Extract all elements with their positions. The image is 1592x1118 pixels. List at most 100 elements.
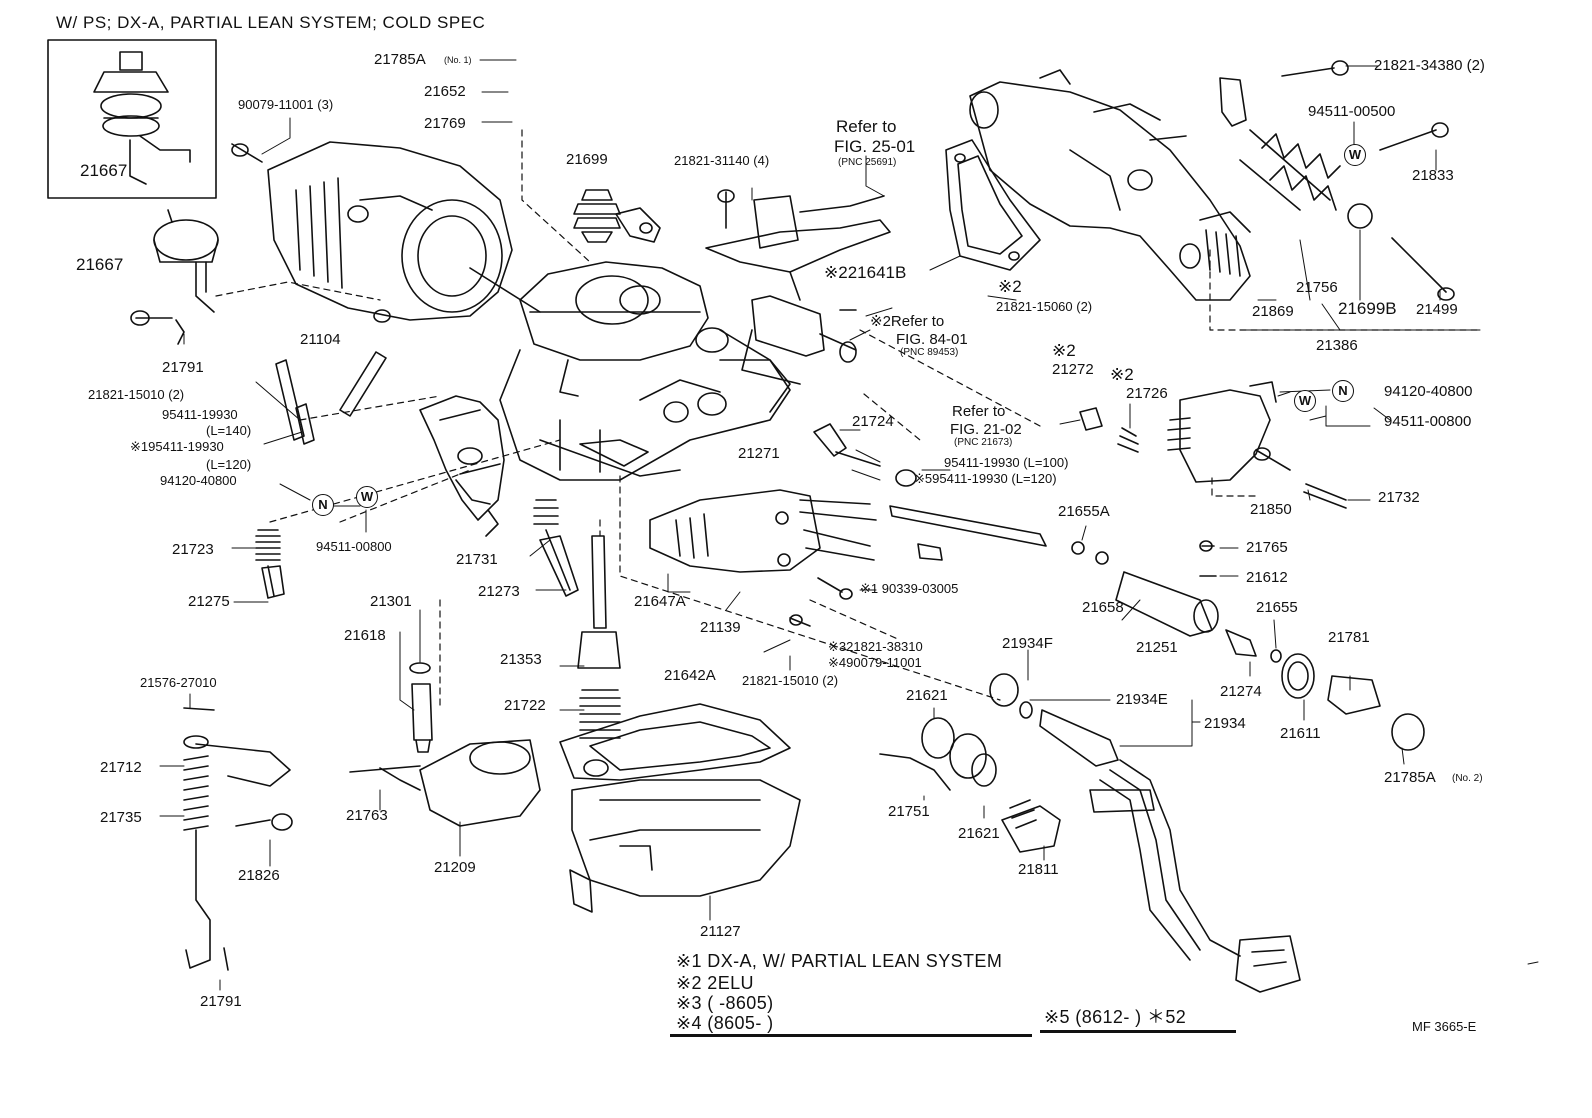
float-21209	[349, 739, 541, 827]
part-label: ※1 90339-03005	[860, 581, 959, 596]
part-label: 21791	[162, 359, 204, 376]
switch-21934	[1019, 701, 1301, 993]
part-label: 21127	[700, 923, 741, 940]
part-label: ※595411-19930 (L=120)	[914, 471, 1057, 486]
part-label: 94511-00500	[1308, 103, 1396, 120]
part-label: 21751	[888, 803, 930, 820]
part-label: 21621	[906, 687, 948, 704]
footnote-rule	[1040, 1030, 1236, 1033]
fuel-cut-solenoid-21251	[1071, 540, 1282, 663]
part-label: 21655	[1256, 599, 1298, 616]
connector-21781	[1281, 653, 1425, 751]
footnote-3: ※3 ( -8605)	[676, 993, 774, 1013]
dashed-leaders	[215, 129, 1481, 709]
reference-label: (PNC 21673)	[954, 437, 1013, 448]
part-label: 21251	[1136, 639, 1178, 656]
diagram-header: W/ PS; DX-A, PARTIAL LEAN SYSTEM; COLD S…	[56, 13, 486, 32]
part-label: 21735	[100, 809, 142, 826]
footnote-5: ※5 (8612- ) ＊52	[1044, 1007, 1187, 1027]
part-label: 21724	[852, 413, 894, 430]
leader-lines	[159, 59, 1481, 991]
part-label: 21821-15010 (2)	[88, 387, 185, 402]
part-label: 21781	[1328, 629, 1370, 646]
bolts-right	[1281, 60, 1455, 301]
springs-21869	[1239, 129, 1341, 211]
part-label: 21785A	[1384, 769, 1436, 786]
part-label: 94120-40800	[1384, 383, 1473, 400]
carburetor-body	[499, 261, 791, 481]
part-label: ※490079-11001	[828, 655, 922, 670]
part-label: 21722	[504, 697, 546, 714]
vacuum-diaphragm-21667	[153, 209, 219, 313]
part-label: 21699	[566, 151, 608, 168]
star-mark: ※2	[1110, 365, 1134, 384]
part-label: 21658	[1082, 599, 1124, 616]
part-label: 21576-27010	[140, 675, 217, 690]
long-pin	[813, 423, 1047, 561]
part-label: ※221641B	[824, 263, 907, 282]
part-label: 21274	[1220, 683, 1262, 700]
footnote-1: ※1 DX-A, W/ PARTIAL LEAN SYSTEM	[676, 951, 1003, 971]
bracket-clamp	[705, 189, 891, 301]
hose-95411	[275, 351, 387, 445]
part-label: 21821-31140 (4)	[674, 153, 770, 168]
plate-21647A	[649, 489, 877, 627]
part-label: 21647A	[634, 593, 686, 610]
footnote-4: ※4 (8605- )	[676, 1013, 774, 1033]
lever-right-cluster	[1079, 381, 1347, 509]
part-label: 21655A	[1058, 503, 1110, 520]
part-label: 21833	[1412, 167, 1454, 184]
needle-valve-21618	[409, 662, 433, 753]
part-label: 21712	[100, 759, 142, 776]
nut-symbol: N	[312, 494, 334, 516]
part-label: 21642A	[664, 667, 716, 684]
part-label: (L=120)	[206, 457, 252, 472]
part-label: 21934F	[1002, 635, 1053, 652]
gasket-21641B	[945, 139, 1041, 271]
part-label: 21273	[478, 583, 520, 600]
part-label: 21726	[1126, 385, 1168, 402]
washer-symbol: W	[1344, 144, 1366, 166]
positioner-21104	[267, 141, 541, 323]
part-label: 21621	[958, 825, 1000, 842]
figure-code: MF 3665-E	[1412, 1019, 1477, 1034]
boot-21699	[573, 189, 661, 243]
nut-symbol: N	[1332, 380, 1354, 402]
inset-vacuum-diaphragm	[47, 39, 217, 199]
part-label: ※195411-19930	[130, 439, 224, 454]
part-label: 21353	[500, 651, 542, 668]
part-label-sub: (No. 2)	[1452, 773, 1483, 784]
part-label: 21104	[300, 331, 341, 348]
part-label: 90079-11001 (3)	[238, 97, 334, 112]
part-label: 94511-00800	[1384, 413, 1472, 430]
part-label: 21756	[1296, 279, 1338, 296]
part-label: 21618	[344, 627, 386, 644]
reference-label: Refer to	[952, 403, 1006, 420]
part-label: 21652	[424, 83, 466, 100]
part-label: 21763	[346, 807, 388, 824]
linkage-rod-21735	[183, 707, 293, 971]
fitting-21751	[879, 673, 1061, 853]
part-label: 21301	[370, 593, 412, 610]
part-label: 21934E	[1116, 691, 1168, 708]
part-label: 21934	[1204, 715, 1246, 732]
reference-label: Refer to	[836, 117, 897, 136]
reference-label: FIG. 84-01	[896, 331, 968, 348]
star-mark: ※2	[1052, 341, 1076, 360]
part-label: 21612	[1246, 569, 1288, 586]
part-label: 94120-40800	[160, 473, 237, 488]
part-label: 21765	[1246, 539, 1288, 556]
part-label: 21723	[172, 541, 214, 558]
part-label: 21869	[1252, 303, 1294, 320]
reference-label: FIG. 21-02	[950, 421, 1022, 438]
dashpot-21353	[577, 535, 621, 739]
part-label: 21821-15060 (2)	[996, 299, 1093, 314]
part-label: (L=140)	[206, 423, 252, 438]
choke-lever	[419, 395, 505, 537]
part-label: 21826	[238, 867, 280, 884]
reference-label: (PNC 89453)	[900, 347, 959, 358]
part-label: 21139	[700, 619, 741, 636]
part-label: 21386	[1316, 337, 1358, 354]
